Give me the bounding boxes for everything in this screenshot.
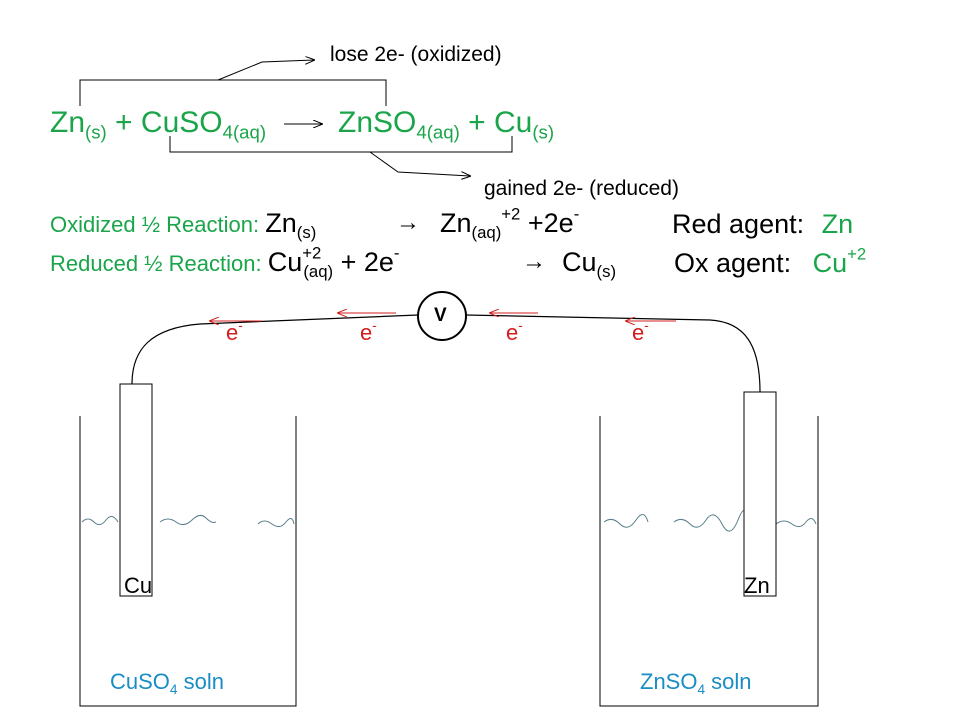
electrode-zn-label: Zn bbox=[744, 573, 770, 598]
oxidation-products: Zn(aq)+2 +2e- bbox=[440, 204, 580, 242]
overall-equation-products: ZnSO4(aq) + Cu(s) bbox=[338, 106, 555, 143]
wire-left bbox=[131, 314, 419, 385]
water-surface-left bbox=[81, 514, 295, 528]
electron-flow-arrows bbox=[210, 313, 676, 321]
gain-electrons-annotation: gained 2e- (reduced) bbox=[484, 177, 679, 200]
lose-electrons-annotation: lose 2e- (oxidized) bbox=[330, 43, 502, 66]
oxidation-arrow: → bbox=[396, 209, 420, 236]
reduction-products: Cu(s) bbox=[562, 247, 617, 281]
electron-label-3: e- bbox=[506, 317, 523, 345]
reduction-bracket bbox=[169, 136, 513, 176]
reducing-agent: Red agent: Zn bbox=[672, 209, 854, 239]
beaker-left bbox=[79, 416, 297, 707]
electrode-zn bbox=[743, 391, 777, 597]
solution-right-label: ZnSO4 soln bbox=[640, 669, 752, 697]
beaker-right bbox=[599, 416, 819, 707]
wire-right bbox=[465, 314, 761, 393]
electron-label-1: e- bbox=[226, 317, 243, 345]
electron-label-2: e- bbox=[360, 317, 377, 345]
electrode-cu bbox=[119, 383, 153, 597]
oxidation-bracket bbox=[79, 60, 387, 106]
oxidizing-agent: Ox agent: Cu+2 bbox=[674, 244, 867, 278]
solution-left-label: CuSO4 soln bbox=[110, 669, 224, 697]
reduction-half-reaction: Reduced ½ Reaction: Cu+2(aq) + 2e- bbox=[50, 243, 400, 281]
oxidation-half-reaction: Oxidized ½ Reaction: Zn(s) bbox=[50, 208, 317, 242]
reduction-arrow: → bbox=[522, 248, 546, 275]
overall-equation: Zn(s) + CuSO4(aq) bbox=[50, 106, 267, 143]
voltmeter-label: V bbox=[434, 305, 447, 326]
voltmeter-circle bbox=[417, 291, 467, 341]
electron-label-4: e- bbox=[632, 317, 649, 345]
water-surface-right bbox=[603, 510, 817, 532]
electrode-cu-label: Cu bbox=[124, 573, 153, 598]
